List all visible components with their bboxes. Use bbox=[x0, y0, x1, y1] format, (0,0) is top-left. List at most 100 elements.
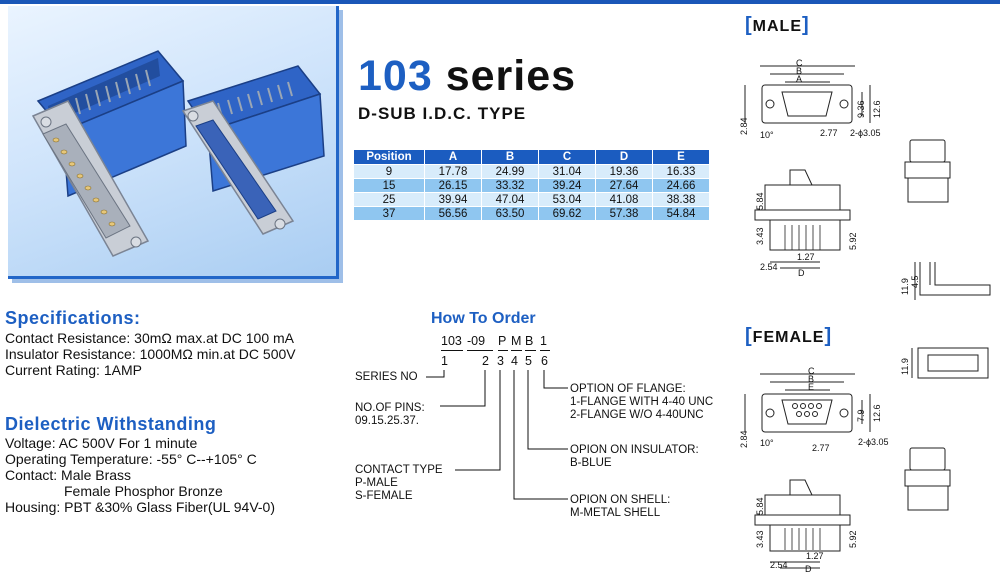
dim-value: 12.6 bbox=[872, 100, 882, 118]
dim-value: 5.84 bbox=[755, 497, 765, 515]
table-cell: 47.04 bbox=[481, 192, 539, 207]
dim-value: 2.54 bbox=[760, 262, 778, 272]
code-underline bbox=[525, 350, 536, 351]
order-position-digit: 4 bbox=[511, 354, 518, 368]
dim-value: 2.54 bbox=[770, 560, 788, 570]
dielectric-line: Voltage: AC 500V For 1 minute bbox=[5, 435, 198, 451]
bracket-icon: [ bbox=[745, 14, 753, 36]
code-underline bbox=[498, 350, 508, 351]
shell-label: OPION ON SHELL: bbox=[570, 494, 671, 506]
how-to-order-title: How To Order bbox=[431, 310, 536, 327]
spec-line: Insulator Resistance: 1000MΩ min.at DC 5… bbox=[5, 346, 296, 362]
table-cell: 39.24 bbox=[538, 178, 596, 193]
female-side-view bbox=[754, 479, 851, 569]
table-header-cell: A bbox=[424, 150, 482, 165]
male-cover-front bbox=[904, 139, 951, 203]
female-cover-front bbox=[904, 447, 951, 511]
table-header-row: Position A B C D E bbox=[354, 150, 710, 165]
dim-letter: C bbox=[796, 58, 803, 68]
top-rule bbox=[0, 0, 1000, 4]
female-section-title: [FEMALE] bbox=[745, 325, 832, 348]
dim-value: 11.9 bbox=[900, 278, 910, 295]
table-cell: 17.78 bbox=[424, 164, 482, 179]
dielectric-line: Female Phosphor Bronze bbox=[64, 483, 223, 499]
dim-value: 2.77 bbox=[820, 128, 838, 138]
flange-label: OPTION OF FLANGE: bbox=[570, 383, 686, 395]
dim-value: 2.84 bbox=[739, 430, 749, 448]
dim-value: 2.84 bbox=[739, 117, 749, 135]
male-section-title: [MALE] bbox=[745, 14, 810, 37]
dim-value: 3.43 bbox=[755, 227, 765, 245]
female-title-text: FEMALE bbox=[752, 329, 825, 346]
table-cell: 69.62 bbox=[538, 206, 596, 220]
contact-type-label: CONTACT TYPE bbox=[355, 464, 443, 476]
dielectric-line: Housing: PBT &30% Glass Fiber(UL 94V-0) bbox=[5, 499, 276, 515]
table-cell: 57.38 bbox=[595, 206, 653, 220]
contact-type-female: S-FEMALE bbox=[355, 490, 413, 502]
table-cell: 56.56 bbox=[424, 206, 482, 220]
dim-value: 1.27 bbox=[797, 252, 815, 262]
table-cell: 63.50 bbox=[481, 206, 539, 220]
table-cell: 27.64 bbox=[595, 178, 653, 193]
dim-value: 2.77 bbox=[812, 443, 830, 453]
spec-line: Contact Resistance: 30mΩ max.at DC 100 m… bbox=[5, 330, 295, 346]
table-cell: 33.32 bbox=[481, 178, 539, 193]
dielectric-line: Operating Temperature: -55° C--+105° C bbox=[5, 451, 257, 467]
series-no-label: SERIES NO bbox=[355, 371, 418, 383]
order-position-digit: 6 bbox=[541, 354, 548, 368]
female-cover-top bbox=[911, 347, 989, 379]
table-header-cell: Position bbox=[354, 150, 425, 165]
product-photo bbox=[8, 6, 339, 279]
specifications-heading: Specifications: bbox=[5, 308, 141, 328]
table-cell: 9 bbox=[354, 164, 425, 179]
insulator-option: B-BLUE bbox=[570, 457, 612, 469]
dim-value: 7.9 bbox=[856, 409, 866, 422]
dim-letter: C bbox=[808, 366, 815, 376]
pins-values: 09.15.25.37. bbox=[355, 415, 419, 427]
code-underline bbox=[540, 350, 550, 351]
order-position-digit: 2 bbox=[482, 354, 489, 368]
female-connector-image bbox=[181, 65, 325, 235]
table-cell: 24.66 bbox=[652, 178, 710, 193]
dim-value: 10° bbox=[760, 130, 774, 140]
table-header-cell: C bbox=[538, 150, 596, 165]
table-cell: 37 bbox=[354, 206, 425, 220]
bracket-icon: ] bbox=[802, 14, 810, 36]
female-front-view bbox=[744, 373, 871, 433]
dim-value: 1.27 bbox=[806, 551, 824, 561]
table-cell: 26.15 bbox=[424, 178, 482, 193]
table-cell: 38.38 bbox=[652, 192, 710, 207]
male-title-text: MALE bbox=[752, 18, 802, 35]
bracket-icon: [ bbox=[745, 325, 753, 347]
table-cell: 31.04 bbox=[538, 164, 596, 179]
table-header-cell: D bbox=[595, 150, 653, 165]
table-row: 15 26.15 33.32 39.24 27.64 24.66 bbox=[354, 178, 710, 193]
dim-value: 5.84 bbox=[755, 192, 765, 210]
male-cover-side bbox=[914, 262, 991, 300]
order-code-part: 103 bbox=[441, 334, 462, 348]
order-code-part: -09 bbox=[467, 334, 486, 348]
dim-value: 3.43 bbox=[755, 530, 765, 548]
table-cell: 24.99 bbox=[481, 164, 539, 179]
table-cell: 19.36 bbox=[595, 164, 653, 179]
dim-value: 11.9 bbox=[900, 358, 910, 375]
dim-letter: B bbox=[796, 66, 803, 76]
spec-line: Current Rating: 1AMP bbox=[5, 362, 142, 378]
series-title: 103 series bbox=[358, 52, 576, 101]
pins-label: NO.OF PINS: bbox=[355, 402, 425, 414]
order-position-digit: 5 bbox=[525, 354, 532, 368]
dim-value: 9.36 bbox=[856, 100, 866, 118]
series-number: 103 bbox=[358, 52, 433, 100]
code-underline bbox=[441, 350, 463, 351]
flange-option-2: 2-FLANGE W/O 4-40UNC bbox=[570, 409, 704, 421]
male-front-view bbox=[744, 65, 871, 124]
code-underline bbox=[467, 350, 493, 351]
dim-letter: D bbox=[805, 564, 812, 574]
dim-letter: D bbox=[798, 268, 805, 278]
table-cell: 39.94 bbox=[424, 192, 482, 207]
dim-letter: A bbox=[796, 74, 803, 84]
dielectric-line: Contact: Male Brass bbox=[5, 467, 132, 483]
table-header-cell: B bbox=[481, 150, 539, 165]
dim-letter: E bbox=[808, 382, 815, 392]
